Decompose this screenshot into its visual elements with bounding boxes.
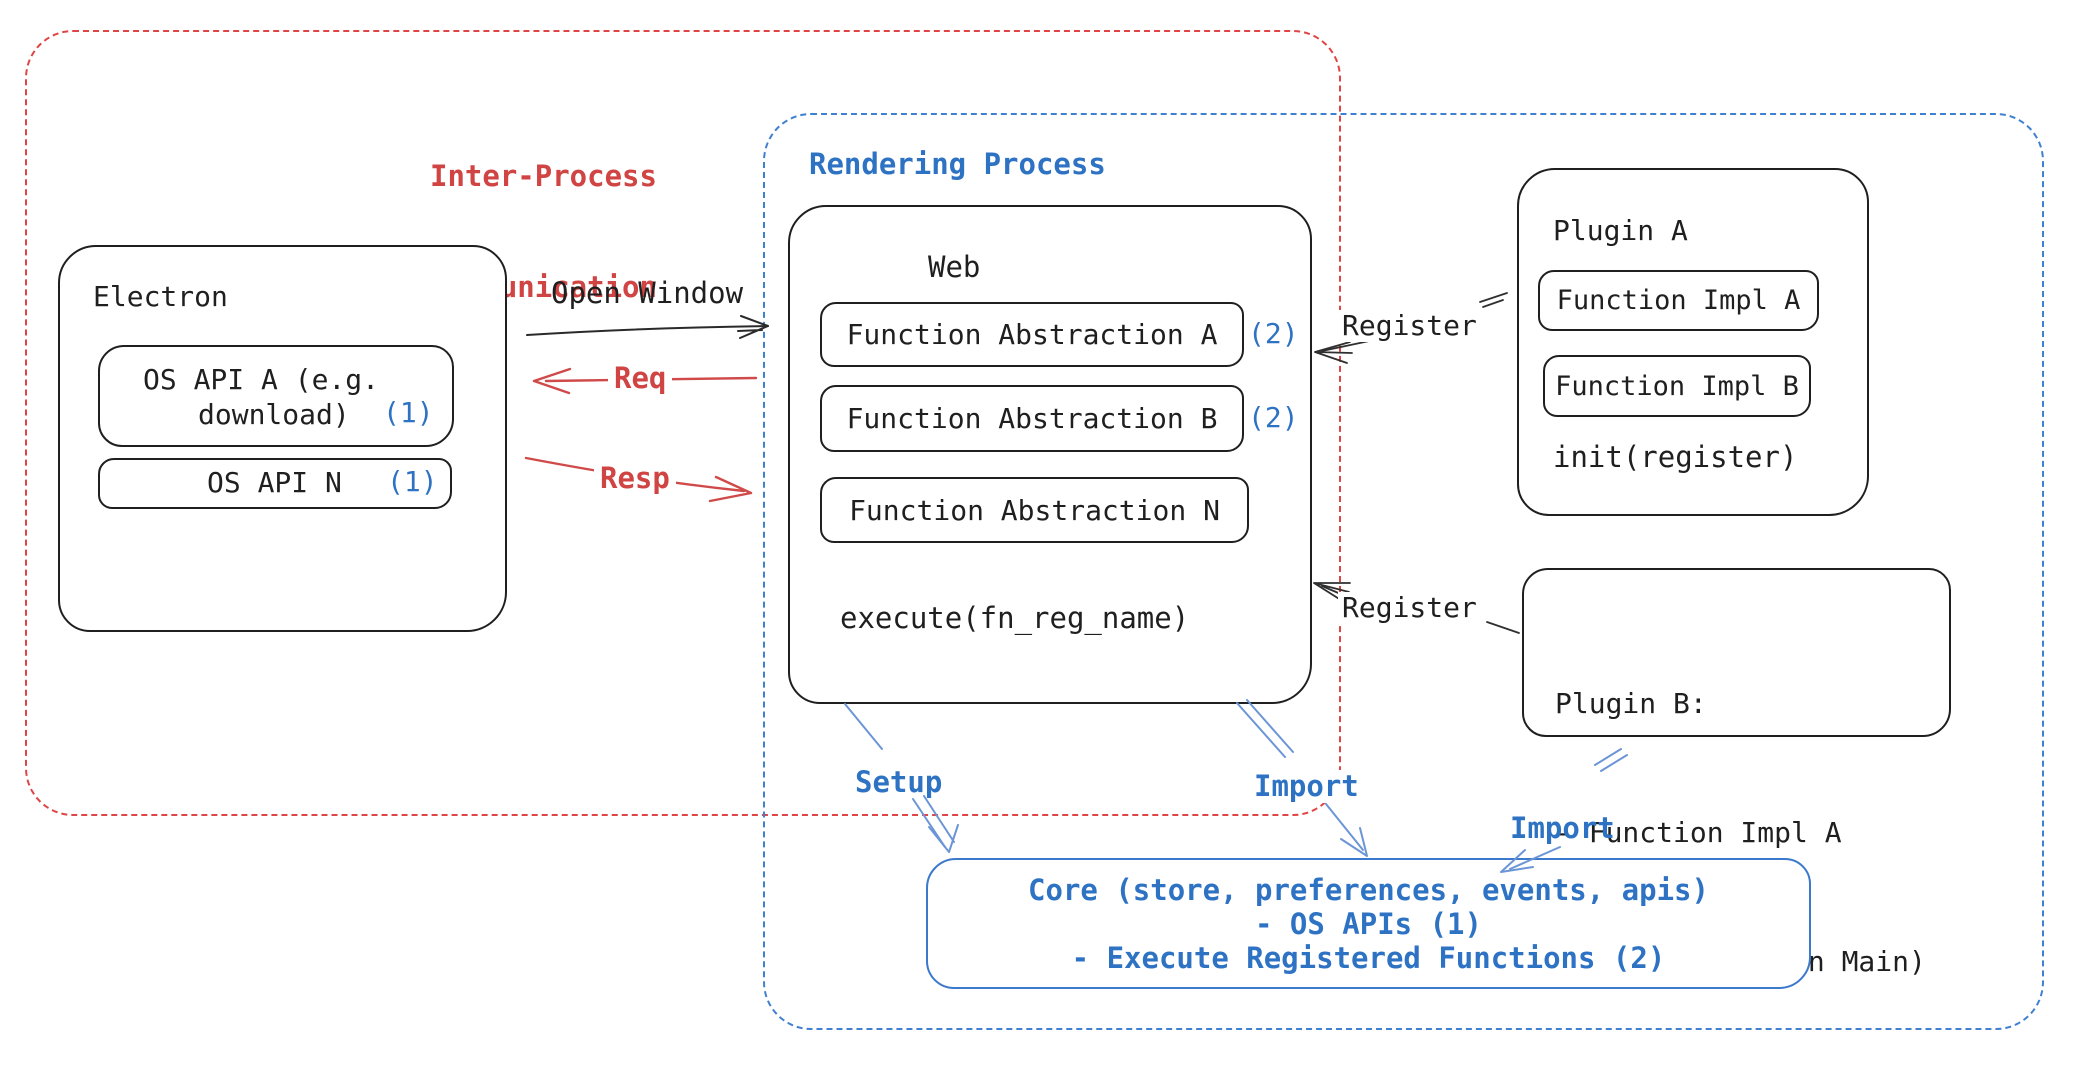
function-abstraction-n-label: Function Abstraction N xyxy=(849,493,1220,527)
rendering-process-region-box xyxy=(763,113,2044,1030)
web-title: Web xyxy=(928,250,981,284)
web-box xyxy=(788,205,1312,704)
os-api-a-line1: OS API A (e.g. xyxy=(143,363,380,396)
os-api-n-label: OS API N xyxy=(207,466,342,499)
function-abstraction-a-label: Function Abstraction A xyxy=(846,318,1218,351)
import-center-label: Import xyxy=(1250,769,1363,804)
core-line3: - Execute Registered Functions (2) xyxy=(1071,940,1666,975)
resp-label: Resp xyxy=(594,461,676,496)
os-api-n-ref-badge: (1) xyxy=(387,465,438,498)
core-line1: Core (store, preferences, events, apis) xyxy=(1028,872,1709,907)
electron-title: Electron xyxy=(93,280,228,313)
os-api-n-box xyxy=(98,458,452,509)
plugin-b-title: Plugin B: xyxy=(1555,687,1707,720)
register-top-label: Register xyxy=(1338,309,1481,343)
core-line2: - OS APIs (1) xyxy=(1255,906,1482,941)
core-box: Core (store, preferences, events, apis) … xyxy=(926,858,1811,989)
plugin-a-box xyxy=(1517,168,1869,516)
ipc-region-box xyxy=(25,30,1341,816)
execute-label: execute(fn_reg_name) xyxy=(840,601,1190,635)
function-abstraction-b-label: Function Abstraction B xyxy=(846,402,1218,435)
ipc-label-line1: Inter-Process xyxy=(430,159,657,193)
function-impl-b-box: Function Impl B xyxy=(1543,355,1811,417)
plugin-a-title: Plugin A xyxy=(1553,214,1688,247)
open-window-label: Open Window xyxy=(551,276,744,310)
function-impl-b-label: Function Impl B xyxy=(1555,370,1799,402)
plugin-b-box xyxy=(1522,568,1951,737)
function-abstraction-n-box: Function Abstraction N xyxy=(820,477,1249,543)
function-impl-a-box: Function Impl A xyxy=(1538,270,1819,331)
setup-label: Setup xyxy=(855,765,943,799)
req-label: Req xyxy=(608,361,673,396)
os-api-a-box xyxy=(98,345,454,447)
function-abstraction-a-box: Function Abstraction A xyxy=(820,302,1244,367)
import-right-label: Import xyxy=(1510,811,1615,845)
core-content: Core (store, preferences, events, apis) … xyxy=(1028,873,1709,975)
os-api-a-ref-badge: (1) xyxy=(383,396,434,429)
os-api-a-line2: download) xyxy=(198,398,350,431)
register-bottom-label: Register xyxy=(1338,591,1481,625)
function-abstraction-a-ref-badge: (2) xyxy=(1248,317,1299,350)
function-abstraction-b-box: Function Abstraction B xyxy=(820,385,1244,452)
init-register-label: init(register) xyxy=(1553,440,1798,474)
rendering-process-label: Rendering Process xyxy=(809,147,1106,181)
plugin-b-item-function-impl-a: - Function Impl A xyxy=(1555,816,1842,849)
function-abstraction-b-ref-badge: (2) xyxy=(1248,401,1299,434)
function-impl-a-label: Function Impl A xyxy=(1556,285,1801,316)
